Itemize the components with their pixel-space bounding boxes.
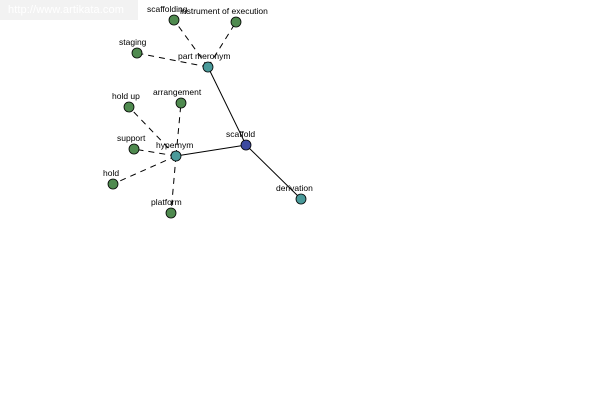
edge-hypernym-support [133,148,177,157]
node-scaffold[interactable] [240,139,252,151]
label-support: support [117,133,146,143]
edge-scaffold-derivation [245,144,302,200]
edge-scaffold-hypernym [175,144,247,157]
edge-part-meronym-instrument [207,21,237,68]
node-hypernym[interactable] [170,150,182,162]
node-hold-up[interactable] [123,101,135,113]
node-scaffolding[interactable] [168,14,180,26]
node-platform[interactable] [165,207,177,219]
edge-hypernym-platform [170,155,177,214]
node-derivation[interactable] [295,193,307,205]
node-support[interactable] [128,143,140,155]
node-arrangement[interactable] [175,97,187,109]
label-hold: hold [103,168,119,178]
label-hypernym: hypernym [156,140,193,150]
node-instrument-of-execution[interactable] [230,16,242,28]
watermark-banner: http://www.artikata.com [0,0,138,20]
edge-part-meronym-staging [136,52,209,68]
node-staging[interactable] [131,47,143,59]
node-hold[interactable] [107,178,119,190]
edge-hypernym-hold-up [128,106,177,157]
watermark-url[interactable]: http://www.artikata.com [8,4,125,16]
edge-hypernym-hold [112,155,177,185]
label-scaffolding: scaffolding [147,4,188,14]
label-staging: staging [119,37,147,47]
label-platform: platform [151,197,182,207]
node-part-meronym[interactable] [202,61,214,73]
label-instrument-of-execution: instrument of execution [180,6,268,16]
label-hold-up: hold up [112,91,140,101]
edge-hypernym-arrangement [175,102,182,157]
label-derivation: derivation [276,183,313,193]
label-scaffold: scaffold [226,129,255,139]
edge-part-meronym-scaffolding [173,19,209,68]
edge-scaffold-part-meronym [207,66,247,146]
label-part-meronym: part meronym [178,51,230,61]
label-arrangement: arrangement [153,87,202,97]
